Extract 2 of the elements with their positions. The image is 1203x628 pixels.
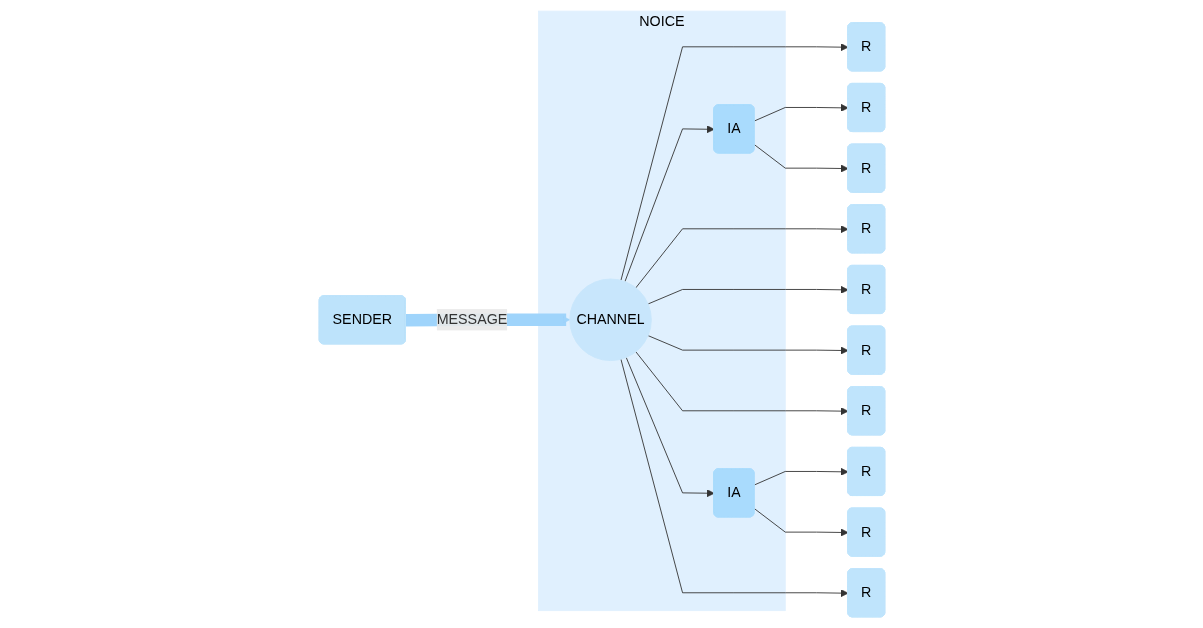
node-circle: CHANNEL (568, 278, 652, 362)
edge-label: MESSAGE (436, 311, 507, 327)
